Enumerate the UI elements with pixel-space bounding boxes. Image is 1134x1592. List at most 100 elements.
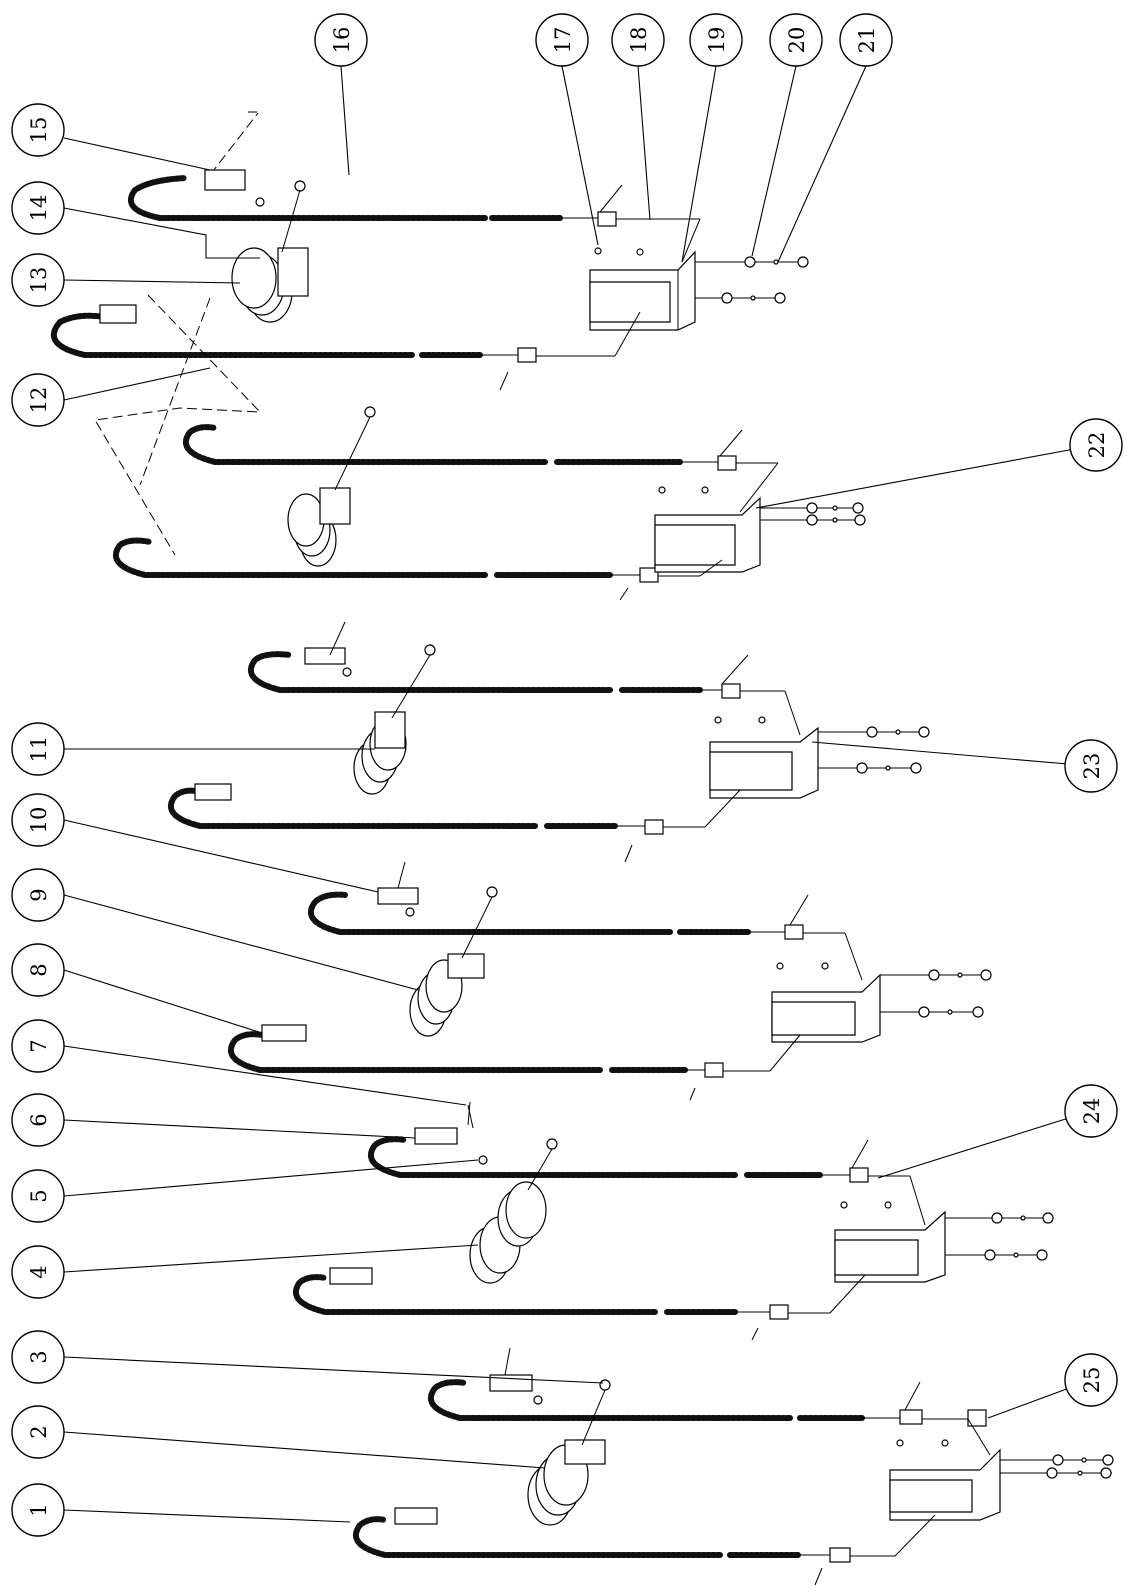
callout-7: 7 [11,1019,65,1073]
channel-bracket [834,1201,946,1283]
chain-strand [127,175,488,221]
sprocket-assembly [353,644,436,795]
svg-text:25: 25 [1080,1367,1104,1394]
callout-4: 4 [11,1245,65,1299]
callout-23: 23 [1064,739,1118,793]
chain-connector [721,683,741,699]
chain-strand [182,424,548,465]
leader-lines [63,65,1097,1523]
assembly-fifth [292,1101,1054,1341]
callout-13: 13 [11,253,65,307]
callout-20: 20 [769,13,823,67]
chain-clip [394,1507,438,1525]
svg-text:8: 8 [27,963,51,976]
sprocket-assembly [231,180,309,323]
assembly-third [167,621,930,863]
svg-text:6: 6 [27,1113,51,1126]
callout-3: 3 [11,1330,65,1384]
nut-bolt-row [695,256,809,304]
chain-clip [377,887,419,905]
chain-strand [427,1379,793,1421]
svg-text:21: 21 [855,27,879,54]
callout-2: 2 [11,1405,65,1459]
svg-text:14: 14 [27,195,51,222]
assembly-guide-line [139,297,211,486]
assembly-guide-line [94,294,262,556]
callout-12: 12 [11,373,65,427]
callout-9: 9 [11,868,65,922]
chain-clip [204,169,246,191]
chain-clip [304,647,346,665]
callout-25: 25 [1064,1353,1118,1407]
chain-connector [717,455,737,471]
callout-18: 18 [611,13,665,67]
sprocket-assembly [409,886,498,1037]
callout-24: 24 [1064,1084,1118,1138]
svg-text:11: 11 [27,736,51,763]
callout-5: 5 [11,1169,65,1223]
chain-connector [644,819,664,835]
chain-connector [597,211,617,227]
assembly-fourth [227,861,992,1129]
svg-text:18: 18 [627,27,651,54]
chain-clip [194,783,232,801]
callout-11: 11 [11,722,65,776]
svg-text:12: 12 [27,387,51,414]
callout-16: 16 [314,13,368,67]
chain-strand [352,1516,723,1558]
svg-text:10: 10 [27,807,51,834]
chain-clip [329,1267,373,1285]
svg-text:1: 1 [27,1503,51,1516]
chain-clip [414,1127,458,1145]
channel-bracket [589,247,696,331]
callout-8: 8 [11,943,65,997]
callout-21: 21 [839,13,893,67]
nut-bolt-row [880,969,992,1018]
chain-connector [769,1304,789,1320]
callout-6: 6 [11,1093,65,1147]
channel-bracket [654,486,761,573]
callout-14: 14 [11,181,65,235]
callout-1: 1 [11,1483,65,1537]
chain-connector [517,347,537,363]
nut-bolt-row [1000,1454,1114,1479]
svg-text:4: 4 [27,1265,51,1278]
chain-connector [829,1547,851,1563]
callout-10: 10 [11,793,65,847]
callout-15: 15 [11,103,65,157]
channel-bracket [771,962,881,1043]
channel-bracket [889,1439,1001,1521]
sprocket-assembly [287,406,376,567]
chain-connector [784,924,804,940]
callout-19: 19 [689,13,743,67]
chain-strand [307,891,673,935]
nut-bolt-row [818,726,930,774]
chain-strand [227,1031,603,1073]
assembly-second [112,406,866,601]
svg-text:17: 17 [551,27,575,54]
assembly-top [50,111,809,556]
svg-text:3: 3 [27,1350,51,1363]
svg-text:20: 20 [785,27,809,54]
svg-text:9: 9 [27,888,51,901]
chain-strand [112,537,488,578]
svg-text:13: 13 [27,267,51,294]
svg-text:24: 24 [1080,1098,1104,1125]
svg-text:23: 23 [1080,753,1104,780]
svg-text:15: 15 [27,117,51,144]
callout-17: 17 [535,13,589,67]
svg-text:22: 22 [1085,432,1109,459]
chain-strand [367,1136,738,1178]
chain-connector [849,1167,869,1183]
nut-bolt-row [945,1212,1054,1261]
chain-strand [50,312,415,358]
channel-bracket [709,716,819,799]
chain-strand [167,787,538,829]
sprocket-assembly [527,1379,611,1526]
callout-22: 22 [1069,418,1123,472]
nut-bolt-row [760,502,866,526]
svg-text:16: 16 [330,27,354,54]
svg-text:7: 7 [27,1039,51,1052]
sprocket-assembly [469,1138,558,1284]
